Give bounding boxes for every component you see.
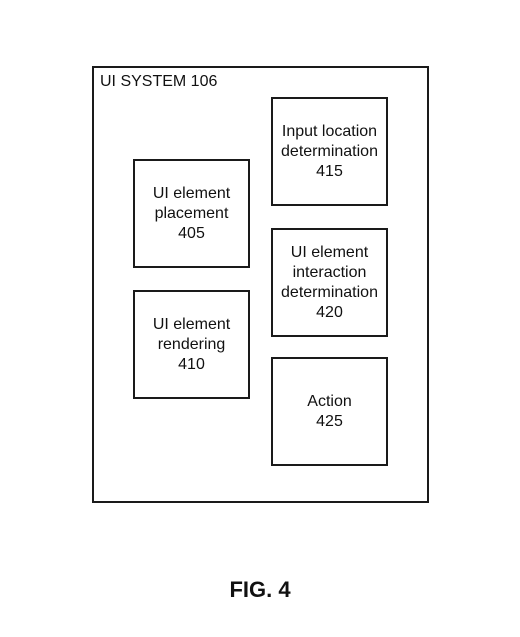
module-text: UI element interaction determination 420 [281, 243, 378, 323]
module-ref-number: 410 [178, 355, 205, 373]
system-title: UI SYSTEM 106 [100, 73, 218, 90]
module-line: UI element [290, 243, 369, 261]
module-text: Action 425 [307, 392, 351, 432]
module-ref-number: 405 [178, 224, 205, 242]
module-line: UI element [152, 315, 231, 333]
module-line: Action [307, 392, 352, 410]
ui-element-placement-module: UI element placement 405 [133, 159, 250, 268]
module-line: UI element [152, 184, 231, 202]
module-ref-number: 415 [316, 162, 343, 180]
module-line: placement [154, 204, 229, 222]
input-location-determination-module: Input location determination 415 [271, 97, 388, 206]
module-ref-number: 425 [316, 412, 343, 430]
module-line: determination [281, 142, 378, 160]
ui-element-interaction-determination-module: UI element interaction determination 420 [271, 228, 388, 337]
module-text: UI element placement 405 [153, 184, 230, 244]
module-line: Input location [281, 122, 378, 140]
ui-element-rendering-module: UI element rendering 410 [133, 290, 250, 399]
module-ref-number: 420 [316, 303, 343, 321]
figure-label: FIG. 4 [229, 577, 291, 602]
module-text: Input location determination 415 [281, 122, 378, 182]
action-module: Action 425 [271, 357, 388, 466]
module-line: rendering [157, 335, 226, 353]
module-text: UI element rendering 410 [153, 315, 230, 375]
ui-system-box: UI SYSTEM 106 [92, 66, 429, 503]
module-line: interaction [292, 263, 367, 281]
module-line: determination [281, 283, 378, 301]
